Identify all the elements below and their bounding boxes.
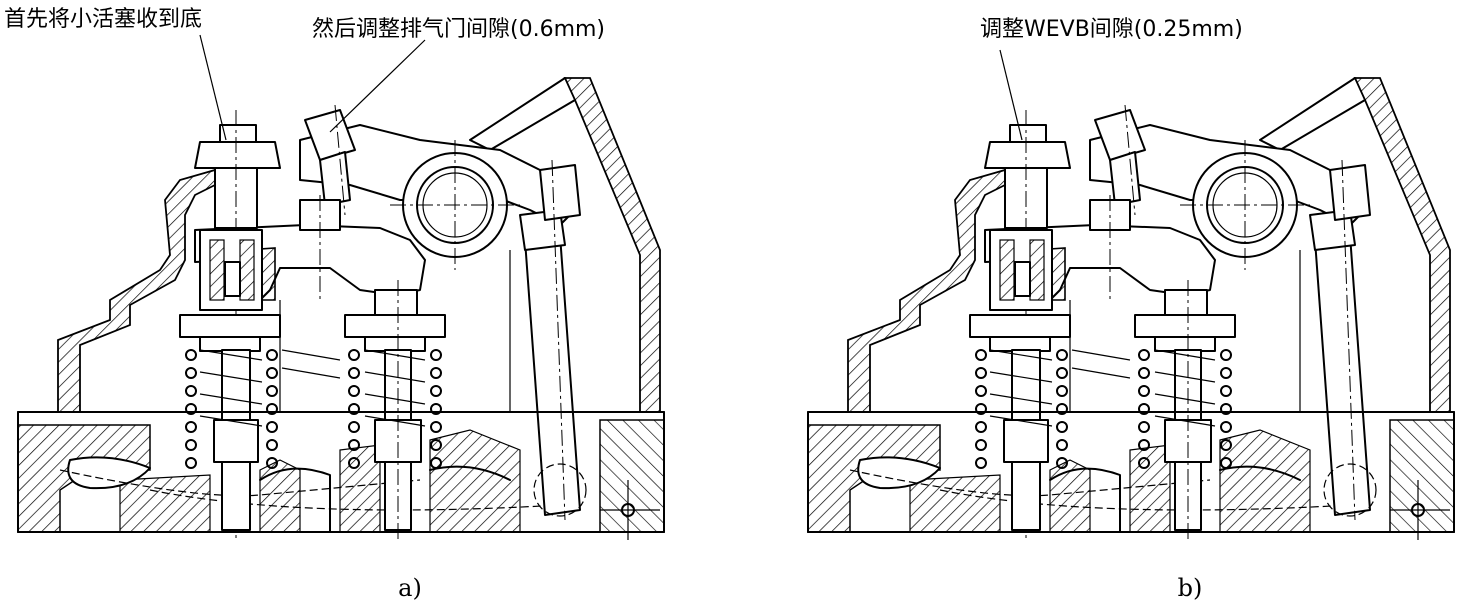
caption-b: b) [1178,574,1203,602]
valve-train-drawing-a [17,77,665,541]
panel-b: 调整WEVB间隙(0.25mm) b) [807,17,1455,602]
panel-a: 首先将小活塞收到底 然后调整排气门间隙(0.6mm) a) [4,7,665,602]
leader-line-b1 [999,49,1023,141]
callout-a2: 然后调整排气门间隙(0.6mm) [312,17,605,42]
leader-line-a2 [329,39,426,133]
callout-b1: 调整WEVB间隙(0.25mm) [980,17,1243,42]
valve-train-drawing-b [807,77,1455,541]
caption-a: a) [398,574,422,602]
callout-a1: 首先将小活塞收到底 [4,7,202,32]
leader-line-a1 [199,34,227,141]
